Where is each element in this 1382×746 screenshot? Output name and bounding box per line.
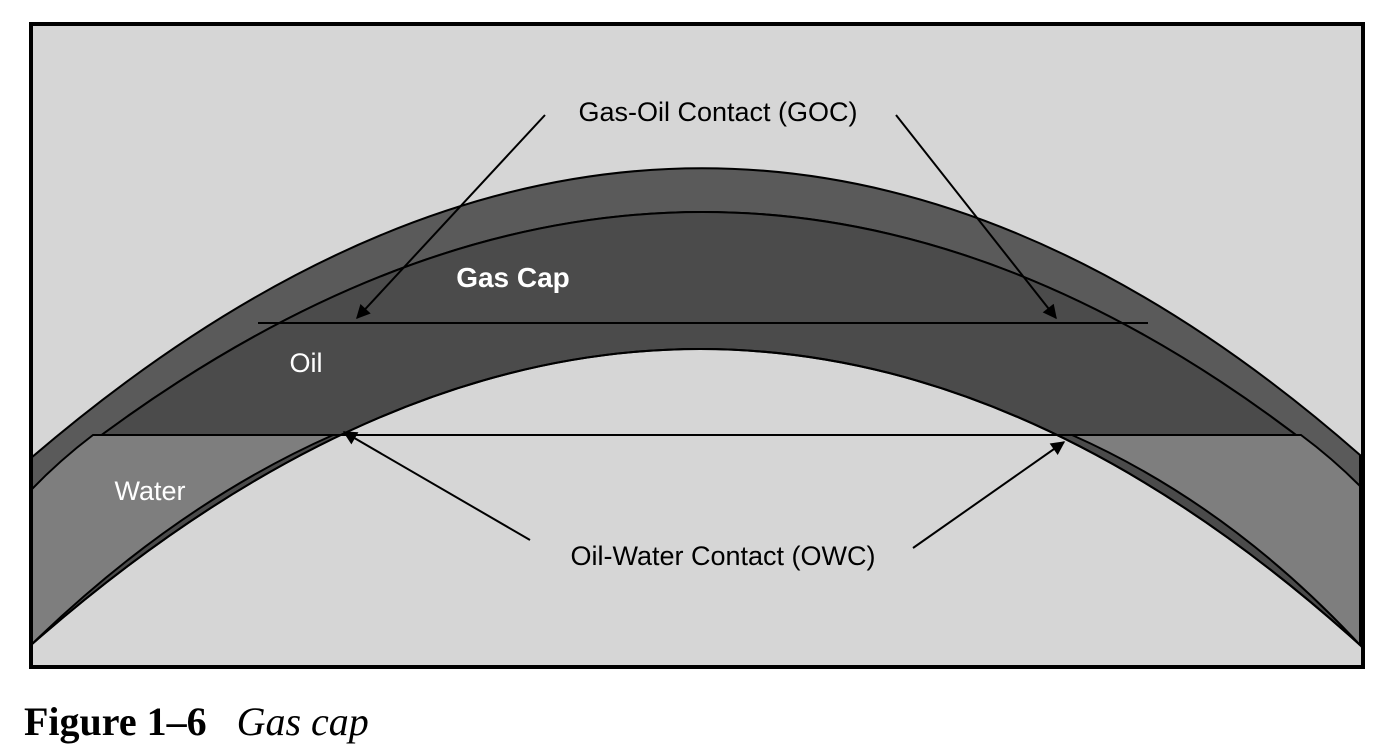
water-zone-left	[31, 434, 334, 647]
goc-arrow-left	[356, 114, 546, 320]
owc-arrow-right	[912, 441, 1066, 549]
owc-label: Oil-Water Contact (OWC)	[570, 541, 875, 571]
water-label: Water	[114, 476, 185, 506]
oil-label: Oil	[290, 348, 323, 378]
gas-cap-label: Gas Cap	[456, 262, 570, 293]
goc-arrow-right	[895, 114, 1057, 320]
goc-label: Gas-Oil Contact (GOC)	[578, 97, 857, 127]
frame-border	[29, 22, 1365, 669]
water-zone-right	[1071, 434, 1361, 648]
reservoir-base-edge	[31, 348, 1361, 646]
figure-number: Figure 1–6	[24, 699, 207, 744]
owc-arrow-left	[342, 431, 531, 541]
gas-cap-diagram: Gas-Oil Contact (GOC) Gas Cap Oil Water …	[29, 22, 1365, 669]
figure-caption: Figure 1–6 Gas cap	[24, 698, 369, 746]
figure-title: Gas cap	[236, 699, 369, 744]
